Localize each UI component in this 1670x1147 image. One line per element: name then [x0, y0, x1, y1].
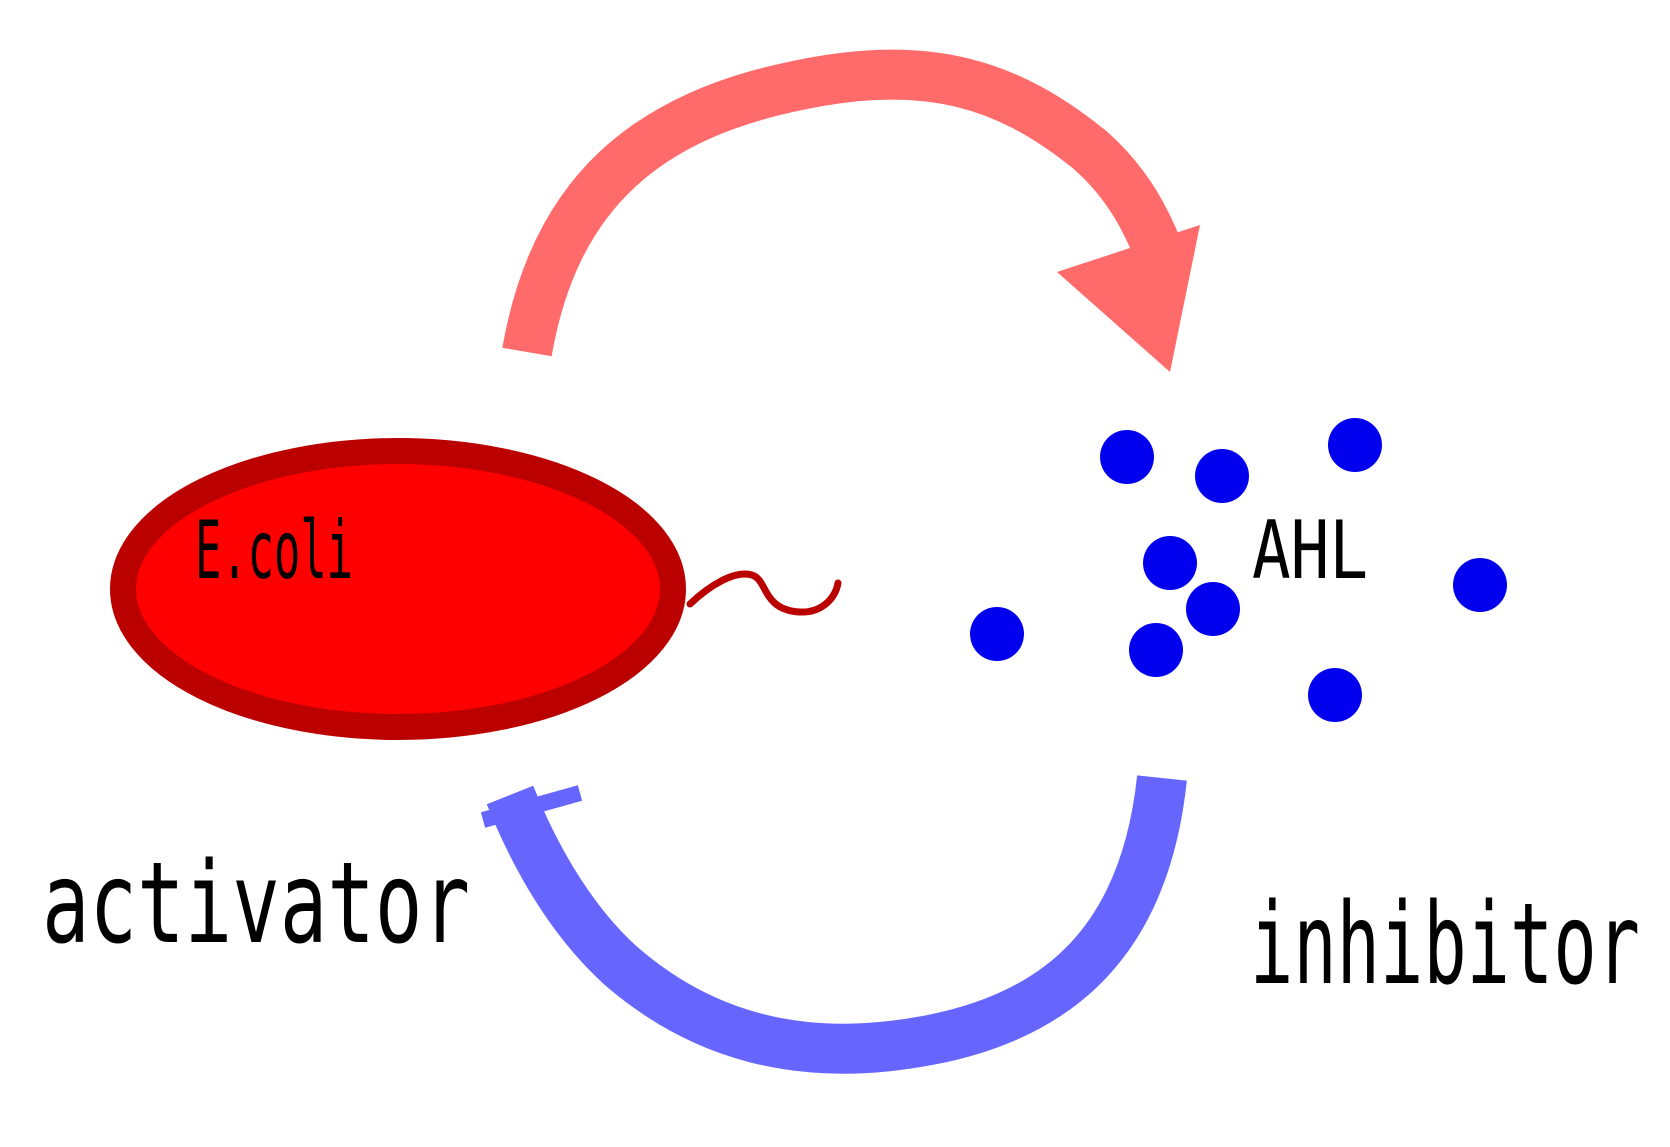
ecoli-cell-body — [110, 438, 686, 740]
ahl-molecule-dot — [1328, 418, 1382, 472]
ahl-molecule-dot — [1453, 558, 1507, 612]
inhibitor-arrow — [480, 775, 1187, 1074]
ecoli-flagellum — [686, 570, 842, 616]
ahl-molecules — [970, 418, 1507, 722]
ahl-molecule-dot — [1129, 623, 1183, 677]
activator-arrow — [502, 49, 1200, 372]
activator-label: activator — [42, 839, 470, 969]
ahl-molecule-dot — [1143, 536, 1197, 590]
ahl-label: AHL — [1252, 504, 1368, 597]
activator-arrow-shaft — [502, 49, 1182, 357]
inhibitor-label: inhibitor — [1250, 880, 1640, 1010]
inhibitor-t-bar — [480, 785, 583, 828]
activator-arrow-head — [1057, 225, 1200, 372]
ahl-molecule-dot — [1195, 449, 1249, 503]
ahl-molecule-dot — [1186, 582, 1240, 636]
ecoli-cell: E.coli — [110, 438, 842, 740]
ahl-molecule-dot — [1100, 430, 1154, 484]
ecoli-label: E.coli — [195, 504, 353, 597]
ahl-molecule-dot — [1308, 668, 1362, 722]
ahl-molecule-dot — [970, 607, 1024, 661]
inhibitor-arrow-shaft — [486, 775, 1187, 1074]
